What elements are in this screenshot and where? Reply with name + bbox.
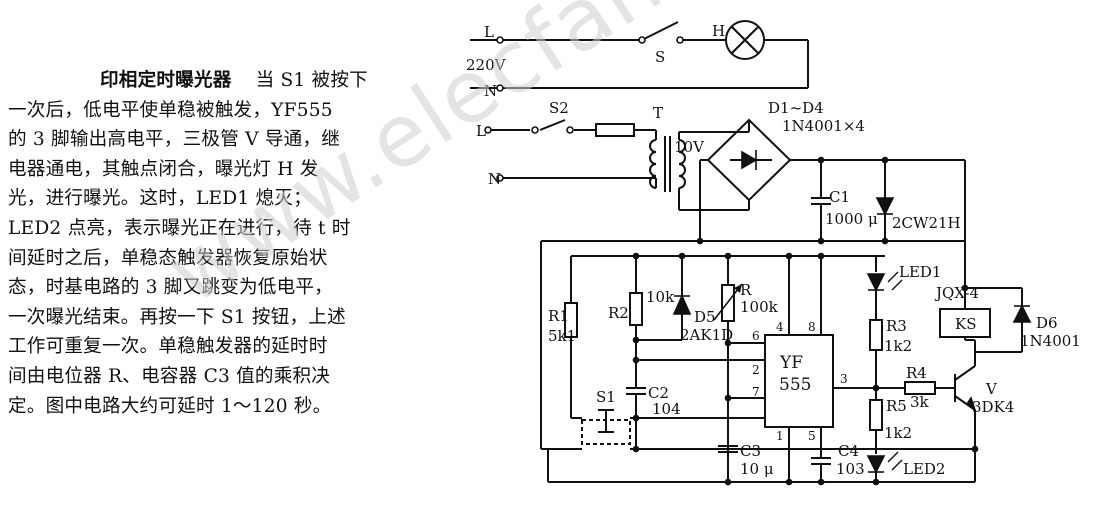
article-line: LED2 点亮，表示曝光正在进行，待 t 时 bbox=[8, 217, 351, 239]
transistor-name-label: V bbox=[985, 380, 998, 398]
ic-pin-3: 3 bbox=[840, 372, 848, 386]
c1-name-label: C1 bbox=[829, 188, 850, 206]
s1-label: S1 bbox=[596, 388, 616, 406]
input-n-label: N bbox=[488, 170, 501, 188]
r2-name-label: R2 bbox=[608, 304, 629, 322]
ic-pin-1: 1 bbox=[776, 429, 784, 443]
article-title: 印相定时曝光器 bbox=[100, 70, 232, 91]
c4-name-label: C4 bbox=[838, 442, 859, 460]
article-text: 印相定时曝光器 当 S1 被按下 一次后，低电平使单稳被触发，YF555 的 3 … bbox=[8, 66, 426, 421]
switch-s-label: S bbox=[655, 48, 665, 66]
ic-label-line1: YF bbox=[779, 353, 803, 373]
zener-label: 2CW21H bbox=[892, 214, 961, 232]
article-line-text: 当 S1 被按下 bbox=[255, 70, 368, 91]
article-line: 一次后，低电平使单稳被触发，YF555 bbox=[8, 99, 333, 121]
article-line: 的 3 脚输出高电平，三极管 V 导通，继 bbox=[8, 129, 341, 151]
mains-n-label: N bbox=[484, 82, 497, 100]
c3-value-label: 10 μ bbox=[740, 460, 774, 478]
r4-value-label: 3k bbox=[910, 393, 930, 411]
relay-name-label: JQX-4 bbox=[934, 284, 979, 302]
r5-name-label: R5 bbox=[886, 397, 907, 415]
led1-label: LED1 bbox=[899, 263, 941, 281]
article-line: 定。图中电路大约可延时 1～120 秒。 bbox=[8, 395, 332, 417]
d5-name-label: D5 bbox=[694, 308, 716, 326]
ic-pin-6: 6 bbox=[752, 329, 760, 343]
article-line: 印相定时曝光器 当 S1 被按下 bbox=[8, 66, 426, 96]
ic-pin-7: 7 bbox=[752, 385, 760, 399]
r1-value-label: 5k1 bbox=[548, 327, 576, 345]
led2-label: LED2 bbox=[903, 460, 945, 478]
pot-name-label: R bbox=[740, 281, 752, 299]
c1-value-label: 1000 μ bbox=[825, 210, 878, 228]
article-line: 间延时之后，单稳态触发器恢复原始状 bbox=[8, 247, 328, 269]
r3-name-label: R3 bbox=[886, 317, 907, 335]
ic-pin-5: 5 bbox=[808, 429, 816, 443]
article-line: 电器通电，其触点闭合，曝光灯 H 发 bbox=[8, 158, 319, 180]
d6-name-label: D6 bbox=[1036, 314, 1058, 332]
ic-label-line2: 555 bbox=[779, 375, 811, 395]
article-line: 一次曝光结束。再按一下 S1 按钮，上述 bbox=[8, 306, 346, 328]
mains-l-label: L bbox=[484, 23, 494, 41]
lamp-h-label: H bbox=[712, 22, 725, 40]
c3-name-label: C3 bbox=[740, 442, 761, 460]
article-line: 态，时基电路的 3 脚又跳变为低电平， bbox=[8, 277, 333, 299]
mains-voltage-label: 220V bbox=[466, 56, 507, 74]
transformer-label: T bbox=[653, 104, 663, 122]
ic-pin-2: 2 bbox=[752, 363, 760, 377]
pot-value-label: 100k bbox=[740, 298, 779, 316]
d6-value-label: 1N4001 bbox=[1020, 332, 1081, 350]
r5-value-label: 1k2 bbox=[884, 424, 912, 442]
ic-pin-8: 8 bbox=[808, 320, 816, 334]
secondary-voltage-label: 10V bbox=[674, 138, 705, 156]
ic-pin-4: 4 bbox=[776, 320, 784, 334]
relay-coil-label: KS bbox=[955, 315, 976, 333]
article-line: 光，进行曝光。这时，LED1 熄灭； bbox=[8, 188, 312, 210]
d5-value-label: 2AK1D bbox=[680, 326, 733, 344]
c2-name-label: C2 bbox=[648, 384, 669, 402]
article-line: 间由电位器 R、电容器 C3 值的乘积决 bbox=[8, 365, 331, 387]
input-l-label: L bbox=[476, 122, 486, 140]
r4-name-label: R4 bbox=[906, 364, 927, 382]
bridge-name-label: D1~D4 bbox=[768, 99, 824, 117]
bridge-value-label: 1N4001×4 bbox=[782, 117, 865, 135]
article-line: 工作可重复一次。单稳触发器的延时时 bbox=[8, 336, 328, 358]
s2-label: S2 bbox=[549, 99, 569, 117]
r2-value-label: 10k bbox=[646, 288, 675, 306]
transistor-value-label: 3DK4 bbox=[972, 398, 1014, 416]
c2-value-label: 104 bbox=[652, 400, 681, 418]
r1-name-label: R1 bbox=[548, 307, 569, 325]
c4-value-label: 103 bbox=[836, 460, 865, 478]
r3-value-label: 1k2 bbox=[884, 337, 912, 355]
